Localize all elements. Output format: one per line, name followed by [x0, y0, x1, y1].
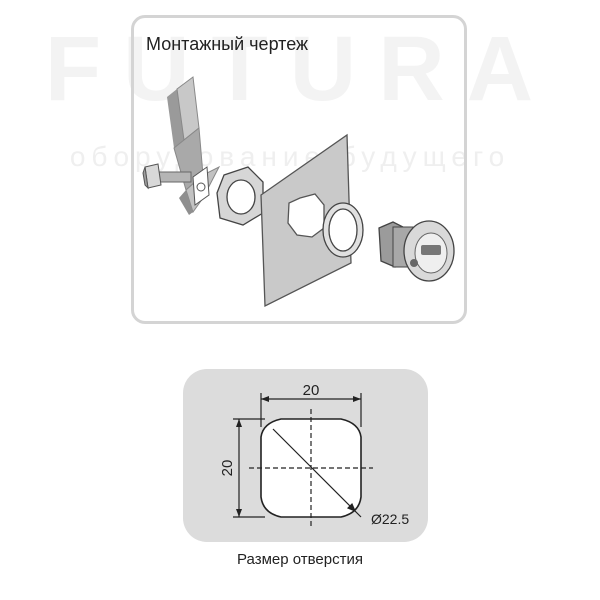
- lock-assembly-illustration: [142, 76, 455, 308]
- hole-size-caption: Размер отверстия: [237, 551, 363, 568]
- washer: [322, 202, 364, 258]
- lock-cylinder: [378, 220, 455, 282]
- height-dimension: [233, 418, 265, 518]
- height-label: 20: [219, 460, 236, 477]
- hex-nut: [216, 166, 264, 226]
- width-dimension: [260, 393, 362, 427]
- mounting-sheet: [260, 133, 352, 308]
- screw: [142, 163, 192, 190]
- hole-size-drawing: 20 20 Ø22.5: [219, 382, 409, 529]
- mounting-drawing-panel: [131, 15, 467, 324]
- diameter-label: Ø22.5: [371, 511, 409, 527]
- width-label: 20: [303, 382, 320, 399]
- diameter-leader: [272, 428, 362, 518]
- center-lines: [249, 409, 373, 529]
- cam-plate: [167, 76, 221, 215]
- mounting-drawing-title: Монтажный чертеж: [146, 34, 309, 54]
